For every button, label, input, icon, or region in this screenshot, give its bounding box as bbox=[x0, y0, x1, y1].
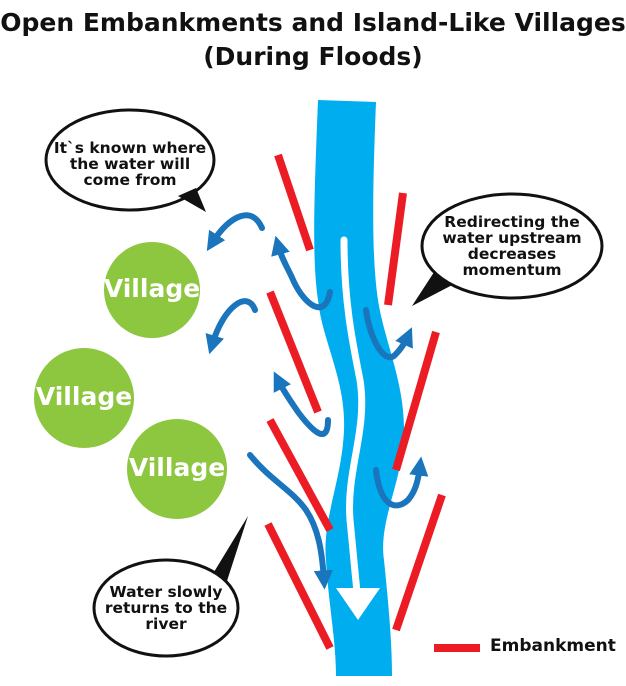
title-line-1: Open Embankments and Island-Like Village… bbox=[0, 8, 626, 37]
bubble-top-left bbox=[44, 108, 216, 212]
village-label: Village bbox=[35, 382, 133, 411]
river-current-arrowhead bbox=[336, 588, 380, 620]
village-label: Village bbox=[103, 274, 201, 303]
embankment bbox=[264, 522, 334, 650]
flow-arrows bbox=[205, 212, 429, 590]
river-current-line bbox=[340, 236, 366, 604]
flow-arrow bbox=[206, 212, 265, 252]
callout-top-left: It`s known where the water will come fro… bbox=[53, 139, 207, 189]
flow-arrow bbox=[271, 235, 333, 310]
callout-top-right: Redirecting the water upstream decreases… bbox=[442, 213, 582, 279]
village-circle bbox=[104, 242, 200, 338]
title-line-2: (During Floods) bbox=[203, 42, 423, 71]
flow-arrow bbox=[373, 456, 429, 509]
bubble-tail bbox=[178, 188, 206, 212]
flow-arrow bbox=[247, 452, 333, 590]
embankment bbox=[266, 418, 334, 532]
village-label: Village bbox=[128, 453, 226, 482]
embankment bbox=[392, 330, 440, 472]
callout-bottom-left: Water slowly returns to the river bbox=[104, 583, 228, 633]
bubble-tail bbox=[214, 516, 248, 584]
embankment bbox=[384, 192, 407, 306]
flow-arrow bbox=[273, 371, 331, 437]
diagram-title: Open Embankments and Island-Like Village… bbox=[0, 6, 626, 74]
legend-label: Embankment bbox=[490, 636, 616, 656]
embankment bbox=[266, 290, 322, 414]
flow-arrow bbox=[363, 307, 413, 361]
embankments bbox=[264, 153, 446, 650]
embankment bbox=[274, 153, 314, 252]
callout-bubbles bbox=[44, 108, 604, 658]
village-circle bbox=[34, 348, 134, 448]
embankment bbox=[392, 493, 446, 632]
flow-arrow bbox=[205, 298, 258, 355]
bubble-top-right bbox=[420, 192, 604, 300]
bubble-bottom-left bbox=[92, 558, 240, 658]
village-circle bbox=[127, 419, 227, 519]
